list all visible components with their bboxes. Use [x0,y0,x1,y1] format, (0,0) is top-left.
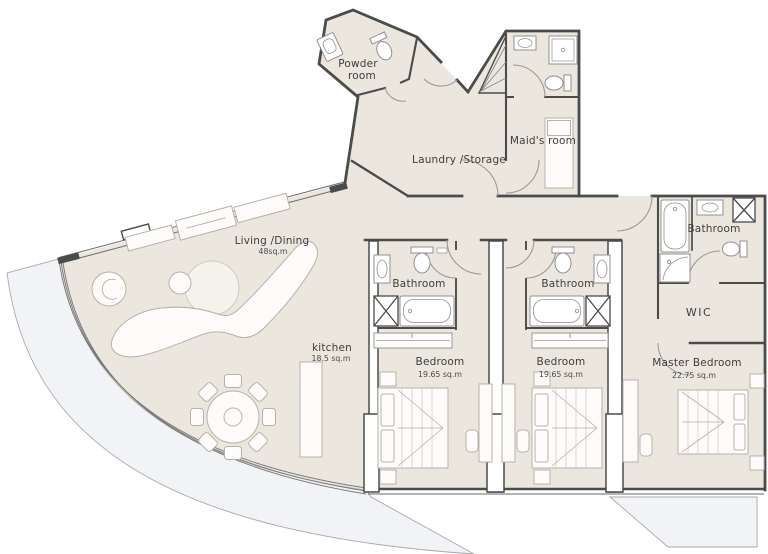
side-table [168,271,192,295]
dining-set [190,374,276,460]
label-bathroom-2: Bathroom [541,278,594,290]
label-bathroom-master: Bathroom [687,223,740,235]
label-maids-room: Maid's room [510,135,576,147]
label-bedroom-2: Bedroom [537,356,586,368]
service-door [616,195,653,232]
master-bedroom-door [657,342,691,376]
nightstand [749,373,765,389]
label-bedroom-2-area: 19.65 sq.m [539,370,583,379]
nightstand [379,469,397,485]
kitchen-counter [299,361,323,458]
console [233,192,291,224]
bedroom1-furniture [377,371,493,485]
bedroom2-door [505,239,535,269]
living-furniture [91,192,323,460]
room-labels: Powder room Laundry /Storage Maid's room… [235,58,742,380]
nightstand [379,371,397,387]
label-powder-1: Powder [338,58,378,70]
terrace-bottom-right [608,496,758,548]
bed2 [531,387,603,469]
laundry-door [461,159,499,197]
maids-toilet [544,74,572,92]
entry-shaft [477,35,507,94]
powder-toilet [369,31,393,61]
armchair [91,271,127,307]
sofa [110,241,319,358]
nightstand [533,371,551,387]
powder-door [384,87,407,102]
bathroom2-fixtures [529,246,611,327]
label-powder-2: room [348,70,376,82]
label-kitchen-area: 18.5 sq.m [312,354,351,363]
bed1 [377,387,449,469]
master-bathtub [660,199,690,253]
master-bath-fixtures [659,197,756,283]
master-shower [659,253,691,283]
exterior-walls [317,8,767,492]
label-wic: WIC [686,306,712,319]
console [124,224,176,252]
shaft3 [732,197,756,223]
curved-glass-wall [58,259,367,495]
master-desk [622,379,639,463]
interior-walls [350,32,766,345]
maids-room-fixtures [513,35,578,189]
master-toilet [722,240,748,258]
bathtub2 [529,295,585,327]
desk1 [478,383,493,463]
wardrobe2 [531,332,609,349]
maids-bath-door [512,64,546,98]
chair2 [516,429,530,453]
wardrobe1 [373,332,453,349]
label-master-bedroom: Master Bedroom [652,357,742,369]
label-living: Living /Dining [235,235,310,247]
toilet2-tank [551,246,575,254]
master-chair [639,433,653,457]
label-bathroom-1: Bathroom [392,278,445,290]
label-kitchen: kitchen [312,342,352,354]
maids-bed [544,117,574,189]
bottom-window-wall [368,487,765,495]
nightstand [749,455,765,471]
bathtub1 [399,295,455,327]
bathroom1-fixtures [373,246,455,327]
shaft2 [585,295,611,327]
master-bed [677,389,749,455]
label-master-bedroom-area: 22.75 sq.m [672,371,716,380]
chair1 [465,429,479,453]
toilet1-bowl [413,252,431,274]
entrance-door [423,78,458,87]
nightstand [533,469,551,485]
maids-room-door [505,159,540,194]
rug [184,260,240,316]
label-laundry: Laundry /Storage [412,154,506,166]
label-bedroom-1-area: 19.65 sq.m [418,370,462,379]
bedroom1-door [446,239,482,275]
toilet1-tank [410,246,434,254]
desk2 [501,383,516,463]
label-bedroom-1: Bedroom [416,356,465,368]
powder-sink [316,32,344,62]
bedroom2-furniture [501,371,603,485]
powder-room-fixtures [316,31,393,62]
shaft1 [373,295,399,327]
master-bedroom-furniture [622,373,765,471]
label-living-area: 48sq.m [258,247,287,256]
toilet2-bowl [554,252,572,274]
